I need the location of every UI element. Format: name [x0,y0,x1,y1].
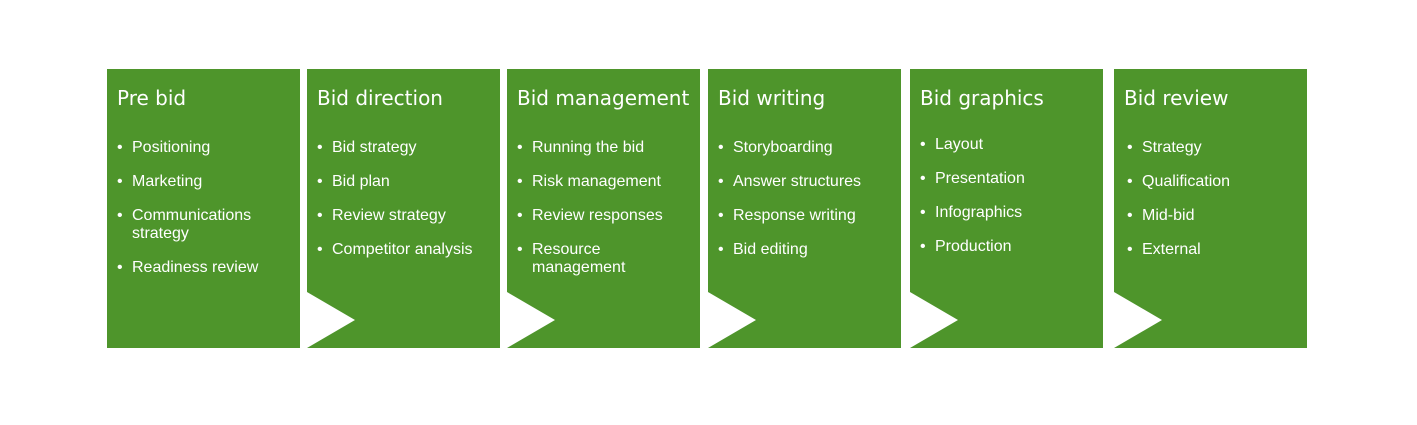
step-title: Bid graphics [920,86,1044,110]
step-item: •Infographics [920,204,1023,221]
step-bid-review: Bid review •Strategy •Qualification •Mid… [1114,69,1307,348]
chevron-step-box [307,69,500,348]
step-item: •Communications strategy [117,207,252,242]
step-bid-graphics: Bid graphics •Layout •Presentation •Info… [910,69,1103,348]
step-item: •Review responses [517,207,663,224]
step-list: •Strategy •Qualification •Mid-bid •Exter… [1127,139,1305,275]
step-list: •Bid strategy •Bid plan •Review strategy… [317,139,495,275]
step-item: •Review strategy [317,207,446,224]
step-item: •Bid strategy [317,139,417,156]
chevron-step-box [708,69,901,348]
step-title: Bid review [1124,86,1229,110]
step-item: •Bid editing [718,241,808,258]
step-bid-direction: Bid direction •Bid strategy •Bid plan •R… [307,69,500,348]
step-title: Bid writing [718,86,826,110]
chevron-step-box [1114,69,1307,348]
step-item: •Strategy [1127,139,1202,156]
step-item: •Competitor analysis [317,241,473,258]
chevron-step-box [910,69,1103,348]
step-item: •Layout [920,136,984,153]
step-item: •Positioning [117,139,211,156]
step-item: •Risk management [517,173,661,190]
step-item: •Bid plan [317,173,390,190]
step-title: Bid management [517,86,690,110]
step-box [107,69,300,348]
step-item: •Storyboarding [718,139,833,156]
step-list: •Storyboarding •Answer structures •Respo… [718,139,896,275]
step-item: •Mid-bid [1127,207,1195,224]
step-pre-bid: Pre bid •Positioning •Marketing •Communi… [107,69,300,348]
step-item: •Running the bid [517,139,645,156]
step-item: •Response writing [718,207,856,224]
step-item: •Readiness review [117,259,259,276]
step-item: •Resource management [517,241,626,276]
step-item: •Marketing [117,173,203,190]
chevron-step-box [507,69,700,348]
step-list: •Running the bid •Risk management •Revie… [517,139,695,293]
step-title: Pre bid [117,86,187,110]
step-list: •Layout •Presentation •Infographics •Pro… [920,136,1098,272]
step-item: •Production [920,238,1012,255]
step-bid-writing: Bid writing •Storyboarding •Answer struc… [708,69,901,348]
step-item: •Presentation [920,170,1025,187]
step-item: •External [1127,241,1201,258]
step-list: •Positioning •Marketing •Communications … [117,139,295,293]
step-title: Bid direction [317,86,443,110]
step-item: •Qualification [1127,173,1231,190]
step-bid-management: Bid management •Running the bid •Risk ma… [507,69,700,348]
step-item: •Answer structures [718,173,862,190]
